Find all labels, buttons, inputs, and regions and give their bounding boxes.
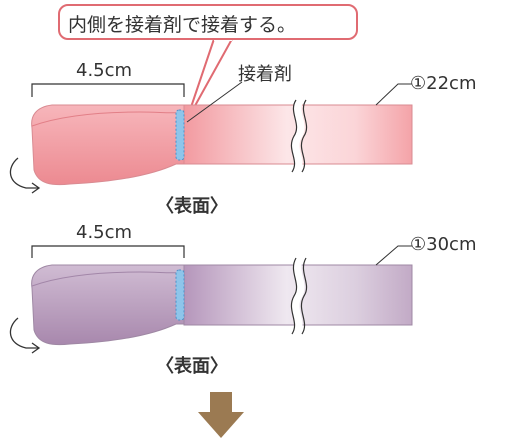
bottom-side-caption: 〈表面〉	[156, 356, 228, 377]
curl-arrow-icon	[9, 317, 41, 354]
bottom-adhesive-strip	[175, 269, 185, 321]
top-strip	[9, 81, 413, 194]
bottom-length-label: ①30cm	[410, 234, 477, 255]
top-side-caption: 〈表面〉	[156, 196, 228, 217]
top-dimension-bracket	[31, 83, 185, 97]
bottom-dimension-label: 4.5cm	[76, 222, 133, 243]
top-adhesive-strip	[175, 109, 185, 161]
top-adhesive-label: 接着剤	[238, 64, 292, 85]
curl-arrow-icon	[9, 157, 41, 194]
top-strip-fold	[31, 104, 185, 186]
top-dimension-label: 4.5cm	[76, 60, 133, 81]
bottom-strip	[9, 245, 413, 354]
break-mark-icon	[290, 97, 308, 175]
down-arrow-icon	[198, 392, 244, 438]
top-length-label: ①22cm	[410, 73, 477, 94]
bottom-strip-fold	[31, 264, 185, 346]
callout-box	[58, 4, 358, 40]
break-mark-icon	[290, 256, 308, 337]
callout-text: 内側を接着剤で接着する。	[68, 14, 297, 36]
bottom-dimension-bracket	[31, 245, 185, 258]
